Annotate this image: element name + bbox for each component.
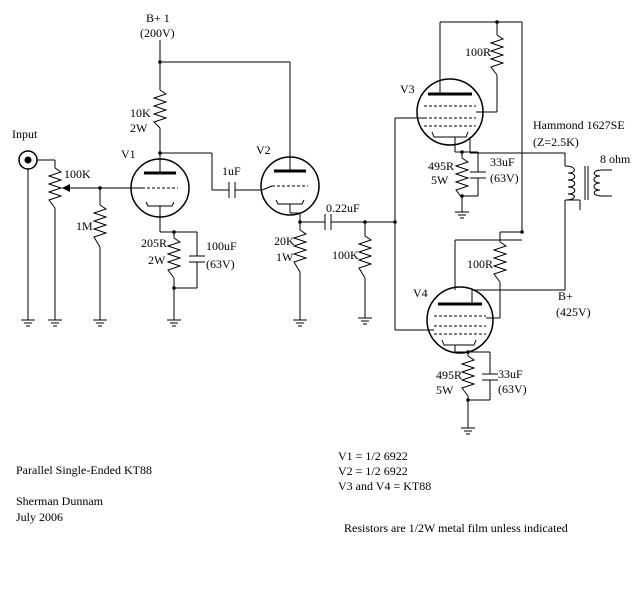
resistor-100r-bottom bbox=[492, 241, 508, 283]
resistor-10k bbox=[152, 89, 168, 129]
label-205r-watt: 2W bbox=[148, 253, 166, 267]
label-pot: 100K bbox=[64, 167, 91, 181]
resistor-495r-top bbox=[454, 157, 470, 199]
label-v3: V3 bbox=[400, 82, 415, 96]
capacitors bbox=[189, 171, 498, 381]
label-20k: 20K bbox=[274, 234, 295, 248]
label-33uf-top: 33uF bbox=[490, 155, 515, 169]
label-1uf: 1uF bbox=[222, 164, 241, 178]
label-bplus1-voltage: (200V) bbox=[140, 26, 175, 40]
label-022uf: 0.22uF bbox=[326, 201, 360, 215]
label-input: Input bbox=[12, 127, 38, 141]
resistor-pot-100k bbox=[47, 167, 63, 209]
note-tube-v3-v4: V3 and V4 = KT88 bbox=[338, 479, 431, 493]
resistor-495r-bottom bbox=[460, 355, 476, 397]
label-495r-top-watt: 5W bbox=[431, 173, 449, 187]
capacitor-1uf bbox=[228, 182, 236, 198]
label-speaker: 8 ohm bbox=[600, 152, 631, 166]
label-bplus-voltage: (425V) bbox=[556, 305, 591, 319]
tube-v1 bbox=[130, 158, 190, 218]
capacitor-100uf bbox=[189, 255, 205, 263]
label-33uf-bottom: 33uF bbox=[498, 367, 523, 381]
label-10k: 10K bbox=[130, 106, 151, 120]
label-33uf-bottom-voltage: (63V) bbox=[498, 382, 527, 396]
tube-v3-kt88 bbox=[416, 78, 484, 146]
label-20k-watt: 1W bbox=[276, 250, 294, 264]
label-bplus: B+ bbox=[558, 289, 573, 303]
grounds bbox=[21, 211, 475, 435]
label-495r-top: 495R bbox=[428, 159, 454, 173]
note-title: Parallel Single-Ended KT88 bbox=[16, 463, 152, 477]
note-author: Sherman Dunnam bbox=[16, 494, 104, 508]
label-100r-top: 100R bbox=[465, 45, 491, 59]
label-495r-bottom: 495R bbox=[436, 368, 462, 382]
junction-dots bbox=[98, 20, 524, 402]
resistor-20k bbox=[292, 229, 308, 273]
resistors bbox=[47, 34, 508, 397]
label-205r: 205R bbox=[141, 236, 167, 250]
output-transformer bbox=[564, 165, 603, 201]
label-transformer-impedance: (Z=2.5K) bbox=[533, 135, 579, 149]
label-v1: V1 bbox=[121, 147, 136, 161]
label-v2: V2 bbox=[256, 143, 271, 157]
component-labels: B+ 1 (200V) Input 100K 1M V1 10K 2W 205R… bbox=[12, 11, 631, 397]
resistor-1m bbox=[92, 204, 108, 248]
ground-symbol bbox=[358, 317, 372, 325]
ground-symbol bbox=[93, 319, 107, 327]
label-100uf: 100uF bbox=[206, 239, 237, 253]
input-jack bbox=[18, 150, 38, 170]
capacitor-022uf bbox=[324, 214, 332, 230]
tube-v2 bbox=[260, 156, 320, 216]
label-1m: 1M bbox=[76, 219, 93, 233]
label-transformer: Hammond 1627SE bbox=[533, 118, 625, 132]
note-tube-v2: V2 = 1/2 6922 bbox=[338, 464, 408, 478]
label-10k-watt: 2W bbox=[130, 121, 148, 135]
label-100r-bottom: 100R bbox=[467, 257, 493, 271]
capacitor-33uf-top bbox=[470, 171, 486, 179]
note-date: July 2006 bbox=[16, 510, 63, 524]
label-v4: V4 bbox=[413, 286, 428, 300]
resistor-100k bbox=[357, 235, 373, 279]
note-resistors: Resistors are 1/2W metal film unless ind… bbox=[344, 521, 568, 535]
label-100k: 100K bbox=[332, 248, 359, 262]
label-100uf-voltage: (63V) bbox=[206, 257, 235, 271]
resistor-100r-top bbox=[489, 34, 505, 76]
ground-symbol bbox=[455, 211, 469, 219]
ground-symbol bbox=[461, 427, 475, 435]
capacitor-33uf-bottom bbox=[482, 373, 498, 381]
tube-v4-kt88 bbox=[426, 286, 494, 354]
note-tube-v1: V1 = 1/2 6922 bbox=[338, 449, 408, 463]
ground-symbol bbox=[293, 319, 307, 327]
ground-symbol bbox=[167, 319, 181, 327]
pot-wiper-arrow bbox=[62, 184, 70, 192]
label-33uf-top-voltage: (63V) bbox=[490, 171, 519, 185]
wires bbox=[27, 21, 612, 428]
resistor-205r bbox=[166, 237, 182, 279]
label-495r-bottom-watt: 5W bbox=[436, 383, 454, 397]
ground-symbol bbox=[21, 319, 35, 327]
label-bplus1: B+ 1 bbox=[146, 11, 170, 25]
ground-symbol bbox=[48, 319, 62, 327]
notes: Parallel Single-Ended KT88 Sherman Dunna… bbox=[16, 449, 568, 535]
